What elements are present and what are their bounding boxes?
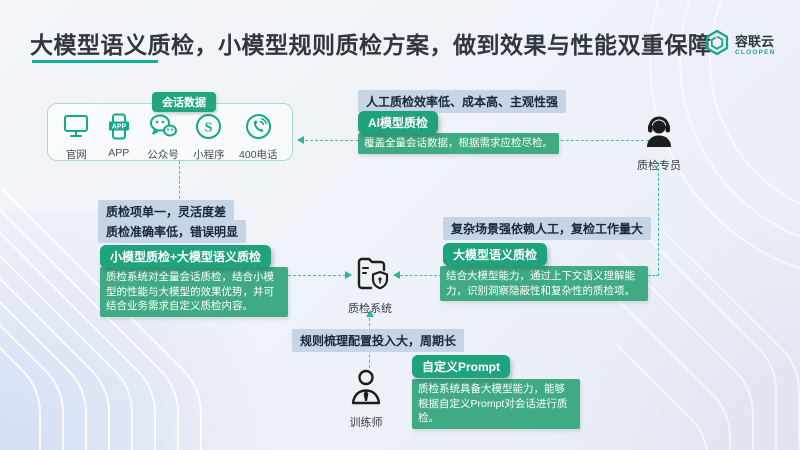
pain-low-accuracy: 质检准确率低，错误明显 xyxy=(98,220,247,243)
detail-small-plus-large-model: 质检系统对全量会话质检，结合小模型的性能与大模型的效果优势，并可结合业务需求自定… xyxy=(100,267,288,318)
trainer-person-tie-icon xyxy=(347,368,385,411)
detail-custom-prompt: 质检系统具备大模型能力，能够根据自定义Prompt对会话进行质检。 xyxy=(412,379,580,430)
channel-item-wechat: 公众号 xyxy=(147,113,179,162)
node-qc-system: 质检系统 xyxy=(348,254,392,316)
miniprogram-icon: S xyxy=(195,113,222,145)
pain-manual-qc: 人工质检效率低、成本高、主观性强 xyxy=(358,90,567,113)
phone-400-icon xyxy=(245,113,272,145)
pain-complex-scenarios: 复杂场景强依赖人工，复检工作量大 xyxy=(443,217,652,240)
solution-ai-model-qc: AI模型质检 xyxy=(358,111,439,134)
solution-llm-semantic-qc: 大模型语义质检 xyxy=(443,243,548,266)
channel-label: APP xyxy=(108,147,130,159)
node-inspector: 质检专员 xyxy=(634,115,684,173)
detail-llm-semantic-qc: 结合大模型能力，通过上下文语义理解能力，识别洞察隐蔽性和复杂性的质检项。 xyxy=(440,266,648,302)
title-underline xyxy=(32,60,158,63)
channel-item-website: 官网 xyxy=(62,113,90,162)
qc-system-label: 质检系统 xyxy=(348,303,392,315)
channel-label: 小程序 xyxy=(193,149,225,161)
session-data-tag: 会话数据 xyxy=(152,92,216,112)
channel-item-miniprogram: S 小程序 xyxy=(193,113,225,162)
connector-left-to-system xyxy=(288,275,346,276)
pain-rule-configuration: 规则梳理配置投入大，周期长 xyxy=(292,329,465,352)
connector-inspector-elbow xyxy=(648,275,659,276)
brand-logo: 容联云 CLOOPEN xyxy=(704,29,776,62)
solution-custom-prompt: 自定义Prompt xyxy=(412,355,511,378)
arrowhead-into-system-left xyxy=(345,271,352,279)
arrowhead-into-channels xyxy=(297,136,304,144)
brand-name: 容联云 xyxy=(735,33,775,49)
arrowhead-into-system-right xyxy=(393,271,400,279)
svg-text:APP: APP xyxy=(112,124,127,131)
app-phone-icon: APP xyxy=(105,113,133,145)
page-title: 大模型语义质检，小模型规则质检方案，做到效果与性能双重保障 xyxy=(30,32,712,58)
inspector-label: 质检专员 xyxy=(637,160,681,172)
solution-small-plus-large-model: 小模型质检+大模型语义质检 xyxy=(100,245,272,268)
node-trainer: 训练师 xyxy=(344,368,388,430)
channel-label: 官网 xyxy=(65,149,87,161)
channel-item-hotline: 400电话 xyxy=(239,113,278,162)
connector-inspector-down xyxy=(658,163,659,276)
wechat-icon xyxy=(148,113,178,145)
qc-system-folder-shield-icon xyxy=(349,254,391,297)
detail-ai-model-qc: 覆盖全量会话数据，根据需求应检尽检。 xyxy=(358,133,559,154)
channel-label: 400电话 xyxy=(239,149,278,161)
svg-text:S: S xyxy=(205,121,213,136)
channel-item-app: APP APP xyxy=(105,113,133,159)
connector-right-to-system xyxy=(400,275,442,276)
inspector-headset-person-icon xyxy=(639,115,679,154)
website-monitor-icon xyxy=(62,113,90,145)
trainer-label: 训练师 xyxy=(349,417,383,429)
cloopen-hexagon-icon xyxy=(704,29,730,62)
channel-label: 公众号 xyxy=(147,149,179,161)
arrowhead-into-system-bottom xyxy=(366,310,374,317)
brand-subname: CLOOPEN xyxy=(735,49,776,57)
